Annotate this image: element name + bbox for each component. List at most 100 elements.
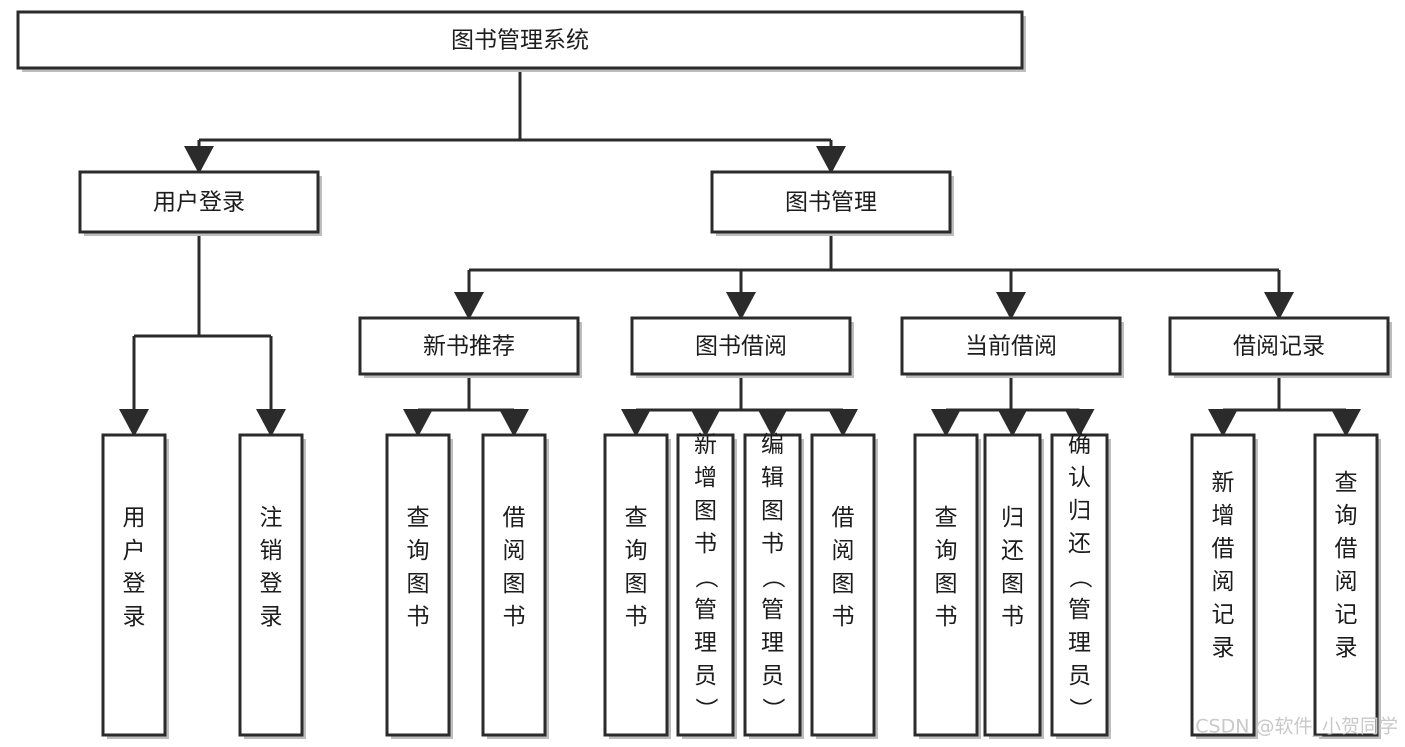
node-label-char: 查 <box>625 505 648 531</box>
node-rect[interactable] <box>238 433 304 737</box>
node-label-char: 户 <box>123 538 146 564</box>
node-label-char: 阅 <box>1212 569 1235 595</box>
node-rect[interactable] <box>810 433 876 737</box>
node-label-char: 图 <box>832 571 855 597</box>
node-rect[interactable] <box>710 170 952 234</box>
node-label-char: 书 <box>935 604 958 630</box>
arrow-head-icon <box>1331 409 1361 437</box>
node-label-char: 书 <box>625 604 648 630</box>
node-label-char: 管 <box>761 597 784 623</box>
arrow-head-icon <box>1208 409 1238 437</box>
node-label-char: 注 <box>260 505 283 531</box>
arrow-head-icon <box>403 409 433 437</box>
arrow-head-icon <box>256 409 286 437</box>
node-label-char: 阅 <box>503 538 526 564</box>
node-label-char: 登 <box>260 571 283 597</box>
node-new-book-rec[interactable]: 新书推荐 <box>358 316 582 378</box>
node-label-char: 图 <box>694 498 717 524</box>
node-rect[interactable] <box>983 433 1042 737</box>
arrow-head-icon <box>499 409 529 437</box>
node-label-char: 新 <box>694 432 717 458</box>
node-label-char: 询 <box>407 538 430 564</box>
node-label-char: ） <box>760 698 786 721</box>
node-rect[interactable] <box>603 433 669 737</box>
node-rect[interactable] <box>900 316 1122 376</box>
arrow-head-icon <box>757 409 788 437</box>
node-rect[interactable] <box>1168 316 1390 376</box>
node-rect[interactable] <box>743 433 802 737</box>
node-label-char: （ <box>693 566 719 589</box>
node-label-char: 借 <box>1335 536 1358 562</box>
arrow-head-icon <box>184 146 214 174</box>
node-book-borrow[interactable]: 图书借阅 <box>630 316 854 378</box>
node-label-char: 询 <box>625 538 648 564</box>
arrow-head-icon <box>726 292 756 320</box>
node-label: 图书管理系统 <box>451 28 589 54</box>
node-label-char: 阅 <box>1335 569 1358 595</box>
csdn-watermark: CSDN @软件_小贺同学 <box>1195 716 1398 738</box>
node-label-char: 询 <box>1335 503 1358 529</box>
node-borrow-record[interactable]: 借阅记录 <box>1168 316 1392 378</box>
node-label-char: 借 <box>503 505 526 531</box>
node-label-char: 查 <box>935 505 958 531</box>
node-label-char: 管 <box>1068 597 1091 623</box>
node-label-char: 图 <box>935 571 958 597</box>
node-rect[interactable] <box>481 433 547 737</box>
node-label: 新书推荐 <box>423 334 515 360</box>
node-label-char: 编 <box>761 432 784 458</box>
node-rect[interactable] <box>385 433 451 737</box>
node-rect[interactable] <box>676 433 735 737</box>
node-label-char: 录 <box>123 604 146 630</box>
node-leaf-user-login[interactable]: 用户登录 <box>101 433 169 739</box>
node-label-char: ） <box>1067 698 1093 721</box>
node-label-char: 录 <box>1335 635 1358 661</box>
node-label-char: 查 <box>1335 470 1358 496</box>
node-book-manage[interactable]: 图书管理 <box>710 170 954 236</box>
node-rect[interactable] <box>16 10 1024 70</box>
node-label-char: 借 <box>1212 536 1235 562</box>
node-rect[interactable] <box>1050 433 1109 737</box>
node-label-char: 员 <box>1068 663 1091 689</box>
node-rect[interactable] <box>630 316 852 376</box>
arrow-head-icon <box>119 409 149 437</box>
node-label-char: 增 <box>1212 503 1235 529</box>
node-label: 用户登录 <box>153 190 245 216</box>
node-label-char: 查 <box>407 505 430 531</box>
node-label-char: ） <box>693 698 719 721</box>
node-rect[interactable] <box>1313 433 1379 737</box>
node-label-char: 还 <box>1001 538 1024 564</box>
node-root[interactable]: 图书管理系统 <box>16 10 1026 72</box>
node-label-char: 员 <box>761 663 784 689</box>
node-label-char: 图 <box>503 571 526 597</box>
node-current-borrow[interactable]: 当前借阅 <box>900 316 1124 378</box>
node-user-login[interactable]: 用户登录 <box>78 170 322 236</box>
arrow-head-icon <box>996 292 1026 320</box>
node-label-char: 用 <box>123 505 146 531</box>
node-label-char: 记 <box>1335 602 1358 628</box>
node-label: 图书借阅 <box>695 334 787 360</box>
node-rect[interactable] <box>1190 433 1256 737</box>
node-rect[interactable] <box>78 170 320 234</box>
node-label-char: 理 <box>1068 630 1091 656</box>
node-rect[interactable] <box>358 316 580 376</box>
node-rect[interactable] <box>101 433 167 737</box>
arrow-head-icon <box>828 409 858 437</box>
node-label-char: 图 <box>761 498 784 524</box>
arrow-head-icon <box>1064 409 1095 437</box>
node-label-char: 辑 <box>761 465 784 491</box>
node-rect[interactable] <box>913 433 979 737</box>
node-label-char: 询 <box>935 538 958 564</box>
node-label-char: （ <box>1067 566 1093 589</box>
